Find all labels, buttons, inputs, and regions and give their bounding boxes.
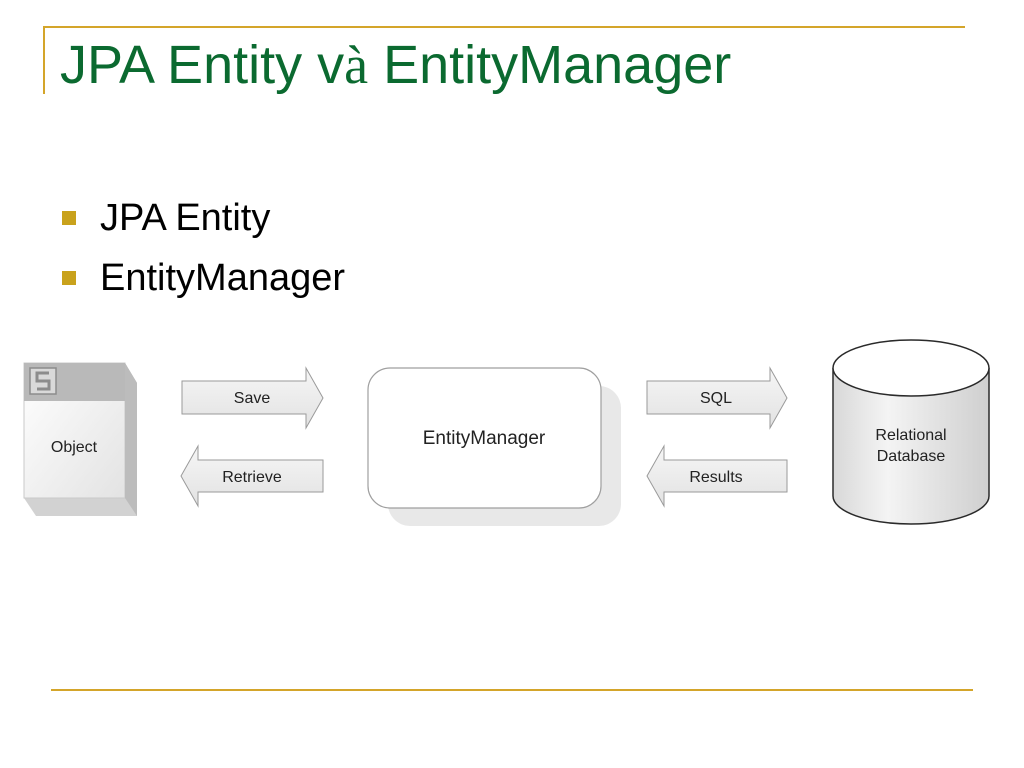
title-part-2: à [344, 35, 369, 95]
bullet-item-entitymanager: EntityManager [62, 248, 345, 308]
object-logo-icon [29, 367, 57, 395]
title-part-3: EntityManager [368, 35, 732, 95]
object-box-side [125, 363, 137, 516]
bullet-square-icon [62, 271, 76, 285]
database-label-line-2: Database [877, 448, 946, 465]
title-part-1: JPA Entity v [60, 35, 345, 95]
save-arrow-label: Save [234, 390, 271, 407]
retrieve-arrow-shape [180, 444, 324, 508]
bullet-text: EntityManager [100, 256, 346, 299]
database-body [832, 368, 990, 525]
title-accent-vertical [43, 26, 45, 94]
sql-arrow-label: SQL [700, 390, 732, 407]
database-top [832, 339, 990, 397]
slide-title: JPA Entity và EntityManager [60, 34, 731, 96]
save-arrow-shape [181, 366, 324, 430]
sql-arrow-shape [646, 366, 788, 430]
object-label: Object [51, 439, 98, 456]
entity-manager-label: EntityManager [423, 428, 546, 449]
entity-manager-panel [367, 367, 602, 509]
bullet-item-jpa-entity: JPA Entity [62, 188, 345, 248]
bullet-square-icon [62, 211, 76, 225]
save-arrow: Save [181, 366, 324, 430]
footer-accent-line [51, 689, 973, 691]
results-arrow-label: Results [689, 469, 742, 486]
bullet-list: JPA Entity EntityManager [62, 188, 345, 308]
database-label-line-1: Relational [875, 427, 946, 444]
entity-manager-box: EntityManager [367, 367, 621, 526]
results-arrow-shape [646, 444, 788, 508]
sql-arrow: SQL [646, 366, 788, 430]
database-cylinder-icon: Relational Database [832, 339, 990, 525]
title-accent-horizontal [43, 26, 965, 28]
retrieve-arrow: Retrieve [180, 444, 324, 508]
object-box: Object [23, 362, 137, 516]
results-arrow: Results [646, 444, 788, 508]
bullet-text: JPA Entity [100, 196, 271, 239]
retrieve-arrow-label: Retrieve [222, 469, 282, 486]
